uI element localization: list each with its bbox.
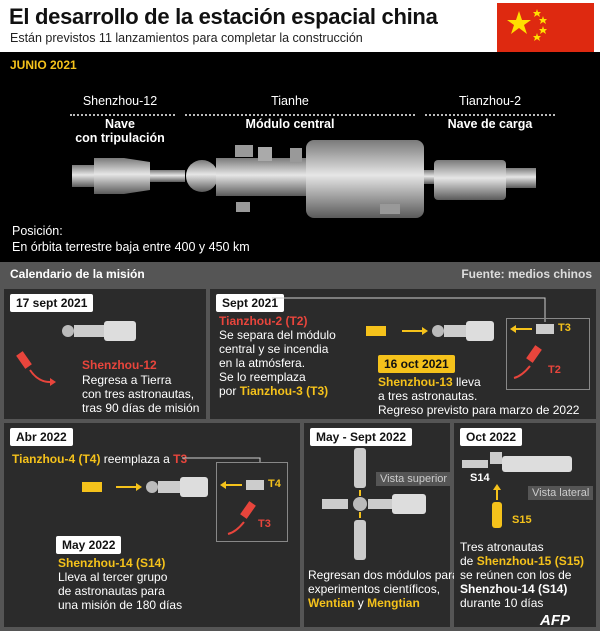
t2-label: T2 — [548, 364, 561, 376]
docking-sequence-icon — [366, 321, 494, 341]
card-may-sept-2022 — [304, 423, 450, 627]
module-name-shenzhou12: Shenzhou-12 — [82, 94, 158, 108]
card2-ship2-line: Shenzhou-13 lleva — [378, 375, 481, 389]
card3-date: Abr 2022 — [10, 428, 73, 446]
card2-date: Sept 2021 — [216, 294, 285, 312]
t3-ship-icon — [510, 324, 554, 334]
card3-m3: una misión de 180 días — [58, 598, 183, 612]
card4-line2: experimentos científicos, — [308, 582, 441, 596]
card2-date2: 16 oct 2021 — [378, 355, 455, 373]
card2-m2: Regreso previsto para marzo de 2022 — [378, 403, 580, 417]
card2-m1: a tres astronautas. — [378, 389, 478, 403]
s14-label: S14 — [470, 472, 490, 484]
card3-m2: de astronautas para — [58, 584, 165, 598]
card5-line4: Shenzhou-14 (S14) — [460, 582, 568, 596]
card3-line: Tianzhou-4 (T4) reemplaza a T3 — [12, 452, 188, 466]
card1-date: 17 sept 2021 — [10, 294, 94, 312]
module-divider — [425, 114, 555, 116]
connector-line — [272, 297, 546, 322]
afp-logo: AFP — [540, 612, 570, 629]
module-desc-tianzhou2: Nave de carga — [447, 117, 533, 131]
card5-line3: se reúnen con los de — [460, 568, 572, 582]
t4-label: T4 — [268, 478, 281, 490]
card1-line3: tras 90 días de misión — [82, 401, 200, 415]
t3-reentry-icon — [227, 501, 256, 535]
card1-line1: Regresa a Tierra — [82, 373, 172, 387]
page-subtitle: Están previstos 11 lanzamientos para com… — [10, 31, 363, 45]
connector-line — [182, 457, 261, 462]
calendar-bar — [0, 262, 600, 286]
flag-stars-icon — [507, 9, 547, 41]
module-desc-shenzhou12-2: con tripulación — [75, 131, 165, 145]
page-title: El desarrollo de la estación espacial ch… — [9, 4, 438, 29]
module-desc-tianhe: Módulo central — [245, 117, 335, 131]
card1-line2: con tres astronautas, — [82, 387, 195, 401]
t-configuration-icon — [322, 448, 426, 560]
card4-date: May - Sept 2022 — [310, 428, 413, 446]
t3-label: T3 — [558, 322, 571, 334]
module-desc-shenzhou12-1: Nave — [105, 117, 135, 131]
space-station-illustration — [72, 140, 536, 218]
t4-ship-icon — [220, 480, 264, 490]
card3-m1: Lleva al tercer grupo — [58, 570, 168, 584]
card4-line1: Regresan dos módulos para — [308, 568, 459, 582]
card5-line2: de Shenzhou-15 (S15) — [460, 554, 585, 568]
month-label: JUNIO 2021 — [10, 58, 77, 72]
card5-date: Oct 2022 — [460, 428, 523, 446]
module-divider — [70, 114, 175, 116]
calendar-title: Calendario de la misión — [10, 267, 145, 281]
calendar-source: Fuente: medios chinos — [461, 267, 592, 281]
module-divider — [185, 114, 415, 116]
card4-view-label: Vista superior — [376, 472, 452, 486]
position-value: En órbita terrestre baja entre 400 y 450… — [12, 240, 250, 254]
card2-line3: en la atmósfera. — [219, 356, 306, 370]
card2-line5: por Tianzhou-3 (T3) — [219, 384, 329, 398]
card-abr-2022 — [4, 423, 300, 627]
card5-line1: Tres atronautas — [460, 540, 544, 554]
capsule-reentry-icon — [16, 351, 56, 386]
module-name-tianzhou2: Tianzhou-2 — [458, 94, 522, 108]
card5-view-label: Vista lateral — [528, 486, 594, 500]
position-label: Posición: — [12, 224, 63, 238]
card2-line2: central y se incendia — [219, 342, 329, 356]
card4-line3: Wentian y Mengtian — [308, 596, 420, 610]
side-view-icon — [462, 452, 572, 528]
card2-line4: Se lo reemplaza — [219, 370, 306, 384]
card3-ship2: Shenzhou-14 (S14) — [58, 556, 166, 570]
station-icon — [62, 321, 136, 341]
t2-t3-inset — [506, 318, 590, 390]
card3-date2: May 2022 — [56, 536, 122, 554]
docking-sequence-icon — [82, 477, 208, 497]
t3-label-2: T3 — [258, 518, 271, 530]
t2-reentry-icon — [513, 345, 542, 379]
module-name-tianhe: Tianhe — [271, 94, 309, 108]
card1-ship: Shenzhou-12 — [82, 358, 157, 372]
card2-ship: Tianzhou-2 (T2) — [219, 314, 308, 328]
card5-line5: durante 10 días — [460, 596, 544, 610]
t3-t4-inset — [216, 462, 288, 542]
card2-line1: Se separa del módulo — [219, 328, 336, 342]
s15-label: S15 — [512, 514, 532, 526]
